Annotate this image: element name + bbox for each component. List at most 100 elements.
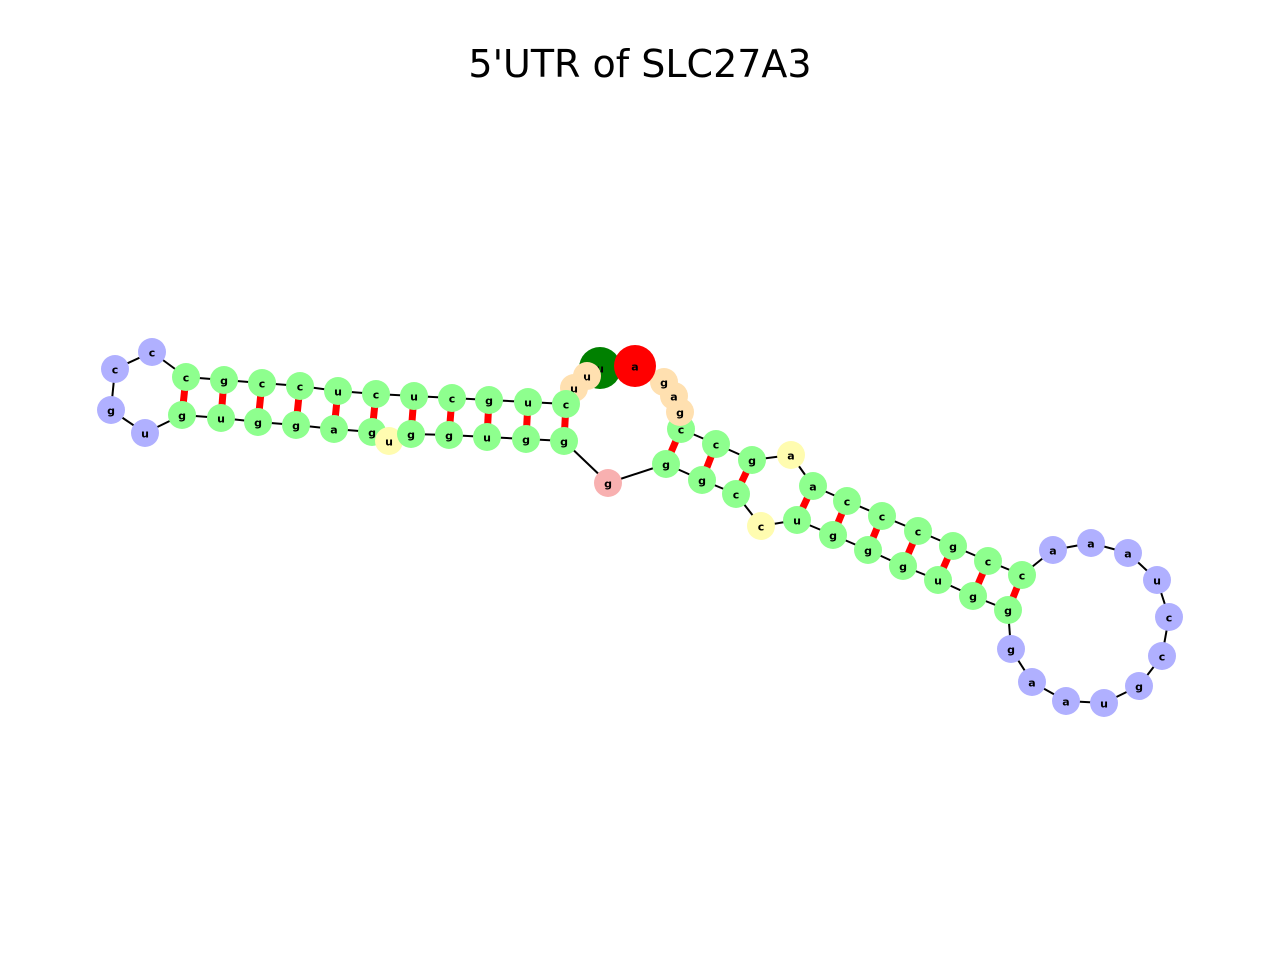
nucleotide-circle [722,480,750,508]
nucleotide-label: u [524,397,532,410]
nucleotide-46: u [1090,689,1118,717]
nucleotide-label: c [259,378,266,391]
nucleotide-label: c [879,511,886,524]
nucleotide-circle [614,345,656,387]
nucleotide-circle [282,411,310,439]
nucleotide-circle [101,355,129,383]
nucleotide-label: c [678,424,685,437]
nucleotide-circle [738,446,766,474]
nucleotide-63: c [702,430,730,458]
nucleotide-label: g [368,427,376,440]
nucleotide-label: a [330,424,337,437]
nucleotide-14: c [172,363,200,391]
nucleotide-39: g [889,552,917,580]
nucleotide-29: g [512,425,540,453]
nucleotide-label: g [560,436,568,449]
nucleotide-25: u [375,427,403,455]
nucleotide-circle [362,380,390,408]
nucleotide-label: u [596,363,604,376]
nucleotide-label: g [899,561,907,574]
nucleotide-circle [783,506,811,534]
nucleotide-circle [1155,603,1183,631]
nucleotide-68: a [614,345,656,387]
nucleotide-label: a [1087,538,1094,551]
nucleotide-circle [702,430,730,458]
nucleotide-label: c [449,393,456,406]
nucleotide-67: g [650,368,678,396]
nucleotide-label: u [334,386,342,399]
nucleotide-label: c [713,439,720,452]
nucleotide-label: g [676,407,684,420]
nucleotide-circle [777,441,805,469]
nucleotide-32: g [652,450,680,478]
nucleotide-7: c [438,384,466,412]
nucleotide-circle [475,386,503,414]
nucleotide-9: c [362,380,390,408]
nucleotide-circle [1039,536,1067,564]
nucleotide-circle [244,408,272,436]
nucleotide-circle [652,450,680,478]
nucleotide-label: u [1153,575,1161,588]
nucleotide-circle [688,466,716,494]
diagram-title: 5'UTR of SLC27A3 [468,42,812,86]
nucleotide-circle [854,536,882,564]
nucleotide-27: g [435,421,463,449]
nucleotide-6: g [475,386,503,414]
nucleotide-circle [210,366,238,394]
nucleotide-label: g [220,375,228,388]
nucleotide-circle [889,552,917,580]
nucleotide-circle [473,423,501,451]
nucleotide-21: g [244,408,272,436]
nucleotide-circle [997,635,1025,663]
nucleotide-17: g [97,396,125,424]
nucleotide-circle [594,469,622,497]
nucleotide-circle [97,396,125,424]
nucleotide-4: c [552,390,580,418]
nucleotide-20: u [207,404,235,432]
nucleotide-49: c [1155,603,1183,631]
nucleotide-label: u [141,428,149,441]
nucleotide-label: u [410,391,418,404]
nucleotide-circle [168,401,196,429]
nucleotide-label: c [844,496,851,509]
nucleotide-label: g [864,545,872,558]
nucleotide-37: g [819,521,847,549]
nucleotide-38: g [854,536,882,564]
nucleotide-label: g [969,591,977,604]
nucleotide-label: g [1135,681,1143,694]
nucleotide-circle [552,390,580,418]
nucleotide-44: a [1018,668,1046,696]
nucleotide-5: u [514,388,542,416]
nucleotide-52: a [1077,529,1105,557]
nucleotide-label: c [149,347,156,360]
nucleotide-label: a [670,391,677,404]
nucleotide-circle [974,547,1002,575]
nucleotide-label: g [604,478,612,491]
nucleotide-43: g [997,635,1025,663]
nucleotide-30: g [550,427,578,455]
nucleotide-label: u [1100,698,1108,711]
nucleotide-circle [248,369,276,397]
nucleotide-62: g [738,446,766,474]
nucleotide-31: g [594,469,622,497]
nucleotide-circle [1114,539,1142,567]
nucleotide-label: c [915,526,922,539]
nucleotide-label: c [183,372,190,385]
nucleotide-60: a [799,472,827,500]
nucleotide-circle [1090,689,1118,717]
nucleotide-33: g [688,466,716,494]
nucleotide-label: a [809,481,816,494]
nucleotide-circle [397,420,425,448]
nucleotide-circle [959,582,987,610]
nucleotide-54: c [1008,561,1036,589]
nucleotide-label: c [733,489,740,502]
nucleotide-40: u [924,566,952,594]
nucleotide-label: u [583,371,591,384]
nucleotide-26: g [397,420,425,448]
nucleotide-label: g [1004,605,1012,618]
nucleotide-circle [375,427,403,455]
nucleotide-label: g [292,420,300,433]
nucleotide-label: c [985,556,992,569]
nucleotide-55: c [974,547,1002,575]
